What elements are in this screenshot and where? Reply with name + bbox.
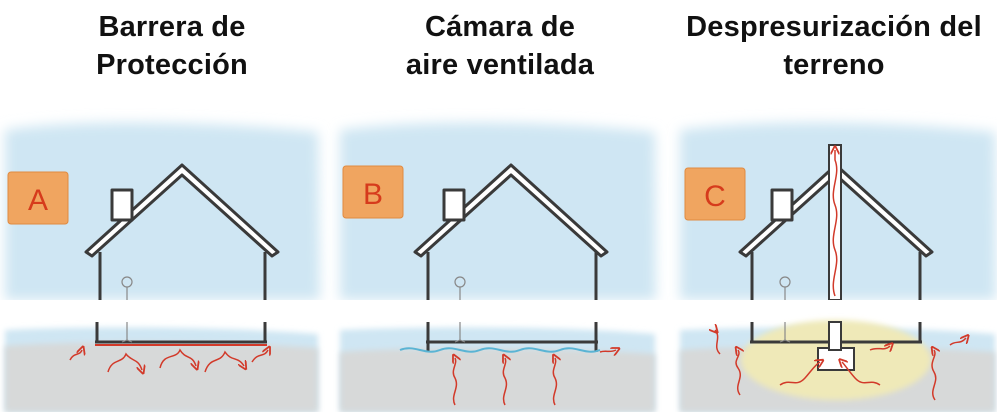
panel-c-title-line1: Despresurización del (686, 11, 982, 43)
chimney-icon (442, 188, 466, 222)
panel-c-title: Despresurización del terreno (674, 8, 994, 84)
ventilated-air-chamber (399, 347, 601, 353)
panel-a-title-line1: Barrera de (98, 11, 246, 43)
panel-c-badge-label: C (704, 180, 726, 213)
panel-a-badge (7, 171, 69, 225)
house-icon (413, 163, 609, 300)
panel-a-title-line2: Protección (96, 49, 248, 81)
person-icon (779, 322, 791, 343)
panel-b-title-line1: Cámara de (424, 11, 576, 43)
panel-c-badge (684, 167, 746, 221)
panel-b-title: Cámara de aire ventilada (340, 8, 660, 84)
panel-b: B (340, 122, 656, 300)
panel-b-ground (340, 322, 655, 412)
panel-a-title: Barrera de Protección (12, 8, 332, 84)
house-icon (84, 163, 280, 300)
person-icon (454, 276, 466, 300)
vent-pipe (828, 144, 842, 301)
panel-c-ground (680, 320, 995, 412)
panel-b-badge-label: B (363, 178, 383, 211)
person-icon (454, 322, 466, 343)
person-icon (779, 276, 791, 300)
panel-c-title-line2: terreno (783, 49, 885, 81)
radon-arrow-icon (715, 330, 966, 401)
panel-a-badge-label: A (28, 184, 48, 217)
radon-arrow-icon (453, 350, 616, 406)
person-icon (121, 322, 133, 343)
panel-a-ground (5, 322, 318, 412)
panel-c: C (680, 122, 996, 301)
person-icon (121, 276, 133, 300)
vent-pipe-lower (828, 321, 842, 351)
panel-b-title-line2: aire ventilada (405, 49, 595, 81)
chimney-icon (770, 188, 794, 222)
panel-a: A (5, 122, 320, 300)
chimney-icon (110, 188, 134, 222)
radon-arrow-icon (69, 350, 268, 372)
panel-a-sky (5, 122, 320, 300)
panel-b-badge (342, 165, 404, 219)
